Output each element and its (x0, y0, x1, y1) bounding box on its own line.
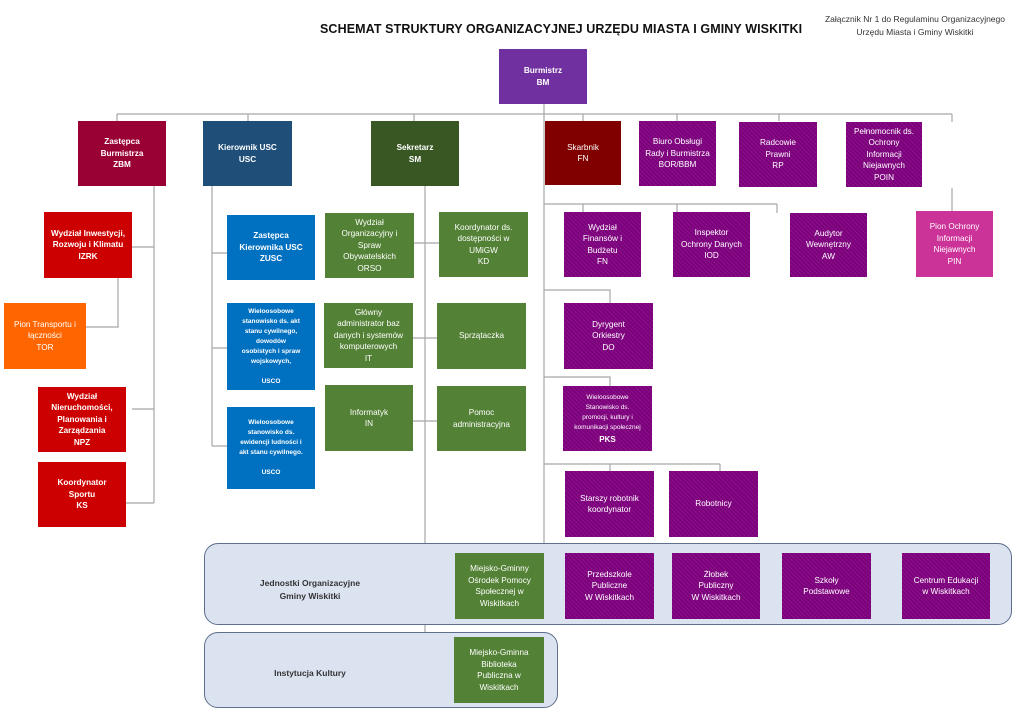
node-zlobek[interactable]: Żłobek Publiczny W Wiskitkach (672, 553, 760, 619)
node-pomoc-administracyjna[interactable]: Pomoc administracyjna (437, 386, 526, 451)
node-koordynator-dostepnosci[interactable]: Koordynator ds. dostępności w UMiGW KD (439, 212, 528, 277)
node-audytor-wewnetrzny[interactable]: Audytor Wewnętrzny AW (790, 213, 867, 277)
node-kierownik-usc[interactable]: Kierownik USC USC (203, 121, 292, 186)
node-robotnicy[interactable]: Robotnicy (669, 471, 758, 537)
pks-line (544, 376, 611, 386)
node-przedszkole[interactable]: Przedszkole Publiczne W Wiskitkach (565, 553, 654, 619)
group-jednostki-label: Jednostki Organizacyjne Gminy Wiskitki (259, 578, 361, 601)
group-instytucja-label: Instytucja Kultury (274, 668, 346, 678)
node-burmistrz[interactable]: Burmistrz BM (499, 49, 587, 104)
izrk-tor-line (86, 278, 119, 328)
node-pelnomocnik-poin[interactable]: Pełnomocnik ds. Ochrony Informacji Nieja… (846, 122, 922, 187)
node-szkoly-podstawowe[interactable]: Szkoły Podstawowe (782, 553, 871, 619)
node-sprzataczka[interactable]: Sprzątaczka (437, 303, 526, 369)
node-dyrygent-orkiestry[interactable]: Dyrygent Orkiestry DO (564, 303, 653, 369)
node-pion-ochrony-pin[interactable]: Pion Ochrony Informacji Niejawnych PIN (916, 211, 993, 277)
do-line (544, 289, 611, 303)
node-radcowie-prawni[interactable]: Radcowie Prawni RP (739, 122, 817, 187)
node-inspektor-ochrony-danych[interactable]: Inspektor Ochrony Danych IOD (673, 212, 750, 277)
node-usco-akt-dowodow[interactable]: Wieloosobowe stanowisko ds. akt stanu cy… (227, 303, 315, 390)
node-izrk[interactable]: Wydział Inwestycji, Rozwoju i Klimatu IZ… (44, 212, 132, 278)
node-pks[interactable]: Wieloosobowe Stanowisko ds. promocji, ku… (563, 386, 652, 451)
robotnicy-bar (544, 463, 721, 471)
node-wydzial-finansow[interactable]: Wydział Finansów i Budżetu FN (564, 212, 641, 277)
top-left-bar (116, 113, 544, 121)
node-biuro-obslugi[interactable]: Biuro Obsługi Rady i Burmistrza BOR/BBM (639, 121, 716, 186)
node-biblioteka[interactable]: Miejsko-Gminna Biblioteka Publiczna w Wi… (454, 637, 544, 703)
chart-title: SCHEMAT STRUKTURY ORGANIZACYJNEJ URZĘDU … (320, 22, 803, 36)
node-koordynator-sportu[interactable]: Koordynator Sportu KS (38, 462, 126, 527)
annex-note: Załącznik Nr 1 do Regulaminu Organizacyj… (824, 14, 1005, 37)
node-usco-ewidencji[interactable]: Wieloosobowe stanowisko ds. ewidencji lu… (227, 407, 315, 489)
node-mgops[interactable]: Miejsko-Gminny Ośrodek Pomocy Społecznej… (455, 553, 544, 619)
node-centrum-edukacji[interactable]: Centrum Edukacji w Wiskitkach (902, 553, 990, 619)
usc-branch (211, 186, 228, 447)
node-informatyk[interactable]: Informatyk IN (325, 385, 413, 451)
node-npz[interactable]: Wydział Nieruchomości, Planowania i Zarz… (38, 387, 126, 452)
node-orso[interactable]: Wydział Organizacyjny i Spraw Obywatelsk… (325, 213, 414, 278)
node-sekretarz[interactable]: Sekretarz SM (371, 121, 459, 186)
node-starszy-robotnik[interactable]: Starszy robotnik koordynator (565, 471, 654, 537)
node-zusc[interactable]: Zastępca Kierownika USC ZUSC (227, 215, 315, 280)
node-glowny-administrator-it[interactable]: Główny administrator baz danych i system… (324, 303, 413, 368)
node-skarbnik[interactable]: Skarbnik FN (545, 121, 621, 185)
node-zastepca-burmistrza[interactable]: Zastępca Burmistrza ZBM (78, 121, 166, 186)
node-tor[interactable]: Pion Transportu i łączności TOR (4, 303, 86, 369)
